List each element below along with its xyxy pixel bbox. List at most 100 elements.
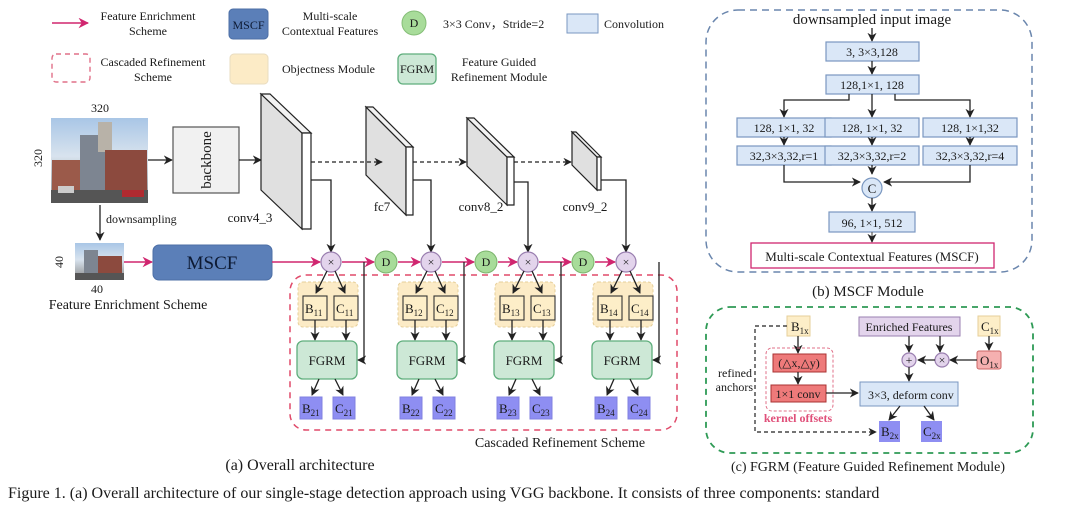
c2x-label: C2x xyxy=(923,424,941,441)
multiply-node xyxy=(615,251,637,273)
c2-label: C24 xyxy=(630,401,648,418)
figure-caption: Figure 1. (a) Overall architecture of ou… xyxy=(8,485,879,502)
legend-fgrm-line1: Feature Guided xyxy=(462,55,536,69)
slab-conv8_2 xyxy=(465,116,516,207)
fgrm-module: B1x refined anchors (△x,△y) 1×1 conv ker… xyxy=(705,306,1034,475)
mscf-conv1-label: 3, 3×3,128 xyxy=(846,45,898,59)
concat-label: C xyxy=(868,181,877,196)
b1-label: B13 xyxy=(502,301,520,318)
mscf-output-label: Multi-scale Contextual Features (MSCF) xyxy=(765,249,978,264)
fgrm-legend-label: FGRM xyxy=(400,62,434,76)
small-size-side: 40 xyxy=(52,256,66,268)
feature-feed-arrow xyxy=(457,262,467,365)
legend-mscf-line2: Contextual Features xyxy=(282,24,379,38)
overall-architecture: 320 320 downsampling 40 40 Feature Enric… xyxy=(31,92,678,474)
arrow-to-b1 xyxy=(415,270,428,294)
c2-label: C22 xyxy=(435,401,453,418)
legend-feature-enrichment-line1: Feature Enrichment xyxy=(101,9,197,23)
legend-fgrm-line2: Refinement Module xyxy=(451,70,547,84)
layer-label-fc7: fc7 xyxy=(374,199,391,214)
feature-enrichment-label: Feature Enrichment Scheme xyxy=(49,298,208,313)
b1-label: B14 xyxy=(600,301,618,318)
c1-box xyxy=(628,295,654,321)
b1-label: B11 xyxy=(305,301,322,318)
b2-label: B22 xyxy=(402,401,420,418)
legend-conv: Convolution xyxy=(604,17,664,31)
slab-conv4_3 xyxy=(259,92,313,231)
multiply-symbol: × xyxy=(428,255,435,269)
mscf-block-label: MSCF xyxy=(187,253,238,274)
mscf-conv-out-label: 96, 1×1, 512 xyxy=(842,216,903,230)
deform-to-c2x xyxy=(923,405,935,421)
small-size-bottom: 40 xyxy=(91,282,103,296)
c1-box xyxy=(530,295,556,321)
downsample-d-label: D xyxy=(579,255,588,269)
backbone-box xyxy=(172,126,240,194)
fgrm-to-c2 xyxy=(531,378,541,396)
deform-to-b2x xyxy=(888,405,901,421)
arrow-to-c1 xyxy=(531,270,543,294)
kernel-offsets-box xyxy=(765,347,834,412)
c1-label: C13 xyxy=(533,301,551,318)
multiply-node xyxy=(320,251,342,273)
feature-feed-arrow xyxy=(554,262,564,365)
b2x-label: B2x xyxy=(881,424,899,441)
b2-label: B24 xyxy=(597,401,615,418)
slab-to-mul-2 xyxy=(413,179,436,253)
kernel-offsets-label: kernel offsets xyxy=(764,411,833,425)
layer-label-conv4_3: conv4_3 xyxy=(228,210,273,225)
times-label: × xyxy=(939,353,946,367)
fgrm-to-b2 xyxy=(606,378,615,396)
mscf-branch-b-label: 32,3×3,32,r=4 xyxy=(936,149,1005,163)
fgrm-block xyxy=(493,340,555,380)
slab-to-mul-3 xyxy=(514,181,533,253)
c2-box xyxy=(627,396,651,420)
legend-feature-enrichment-line2: Scheme xyxy=(129,24,167,38)
b2-box xyxy=(399,396,423,420)
c2-box xyxy=(332,396,356,420)
fgrm-block-label: FGRM xyxy=(604,353,641,368)
b1-label: B12 xyxy=(405,301,423,318)
arrow-to-b1 xyxy=(315,270,328,294)
c2-label: C21 xyxy=(335,401,353,418)
downsampling-label: downsampling xyxy=(106,212,177,226)
multiply-node xyxy=(517,251,539,273)
legend-cascaded-line2: Scheme xyxy=(134,70,172,84)
enriched-features-label: Enriched Features xyxy=(866,320,953,334)
feature-feed-arrow xyxy=(652,262,662,365)
fgrm-block-label: FGRM xyxy=(409,353,446,368)
deform-conv-label: 3×3, deform conv xyxy=(868,388,954,402)
mscf-module: downsampled input image 3, 3×3,128 128,1… xyxy=(705,9,1033,300)
c2-box xyxy=(529,396,553,420)
fgrm-to-b2 xyxy=(411,378,420,396)
dashed-box-icon xyxy=(51,53,91,83)
layer-label-conv8_2: conv8_2 xyxy=(459,199,504,214)
b2-box xyxy=(594,396,618,420)
delta-box xyxy=(772,353,827,373)
cascaded-refinement-label: Cascaded Refinement Scheme xyxy=(475,436,645,451)
downsample-d-label: D xyxy=(482,255,491,269)
d-node-legend-icon xyxy=(401,10,427,36)
slab-to-mul-4 xyxy=(601,179,631,253)
downsample-d-label: D xyxy=(382,255,391,269)
fgrm-block-label: FGRM xyxy=(506,353,543,368)
fgrm-block xyxy=(296,340,358,380)
refined-anchors-line1: refined xyxy=(718,366,752,380)
c1-box xyxy=(433,295,459,321)
mscf-module-title: downsampled input image xyxy=(793,12,952,28)
c2-label: C23 xyxy=(532,401,550,418)
downsample-d-node xyxy=(571,250,595,274)
mscf-branch-b-label: 32,3×3,32,r=2 xyxy=(838,149,907,163)
fgrm-to-c2 xyxy=(629,378,639,396)
mscf-module-border xyxy=(705,9,1033,273)
fgrm-legend-box xyxy=(397,53,437,85)
legend-mscf-line1: Multi-scale xyxy=(303,9,358,23)
d-node-legend-label: D xyxy=(410,16,419,30)
small-image xyxy=(75,243,124,280)
c2x-box xyxy=(921,421,942,442)
b1x-label: B1x xyxy=(791,319,809,336)
cascaded-refinement-box xyxy=(289,274,678,431)
arrow-to-b1 xyxy=(610,270,623,294)
